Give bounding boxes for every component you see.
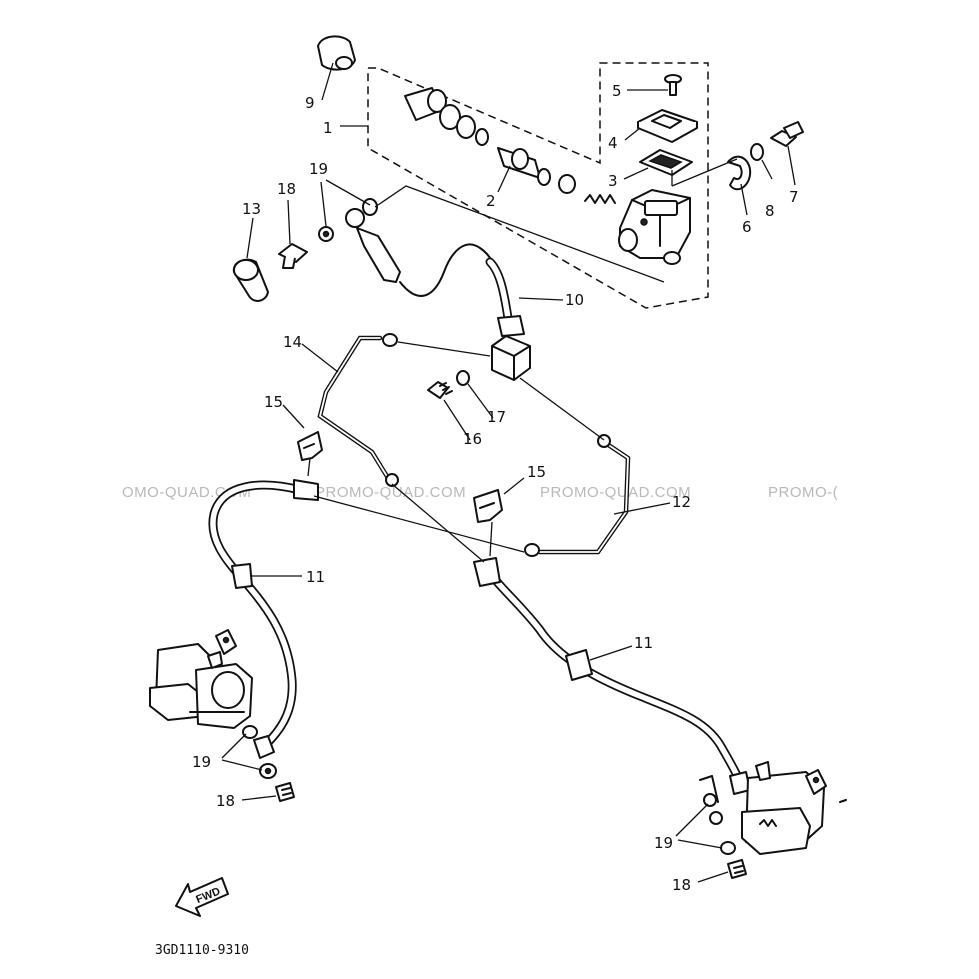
part-18-bolt-right	[727, 859, 747, 879]
part-17-washer	[456, 370, 470, 386]
watermark: OMO-QUAD.COM PROMO-QUAD.COM PROMO-QUAD.C…	[122, 484, 838, 501]
part-label-10: 10	[565, 291, 584, 309]
part-label-9: 9	[305, 94, 315, 112]
watermark-text: PROMO-QUAD.COM	[540, 484, 691, 501]
watermark-text: PROMO-QUAD.COM	[315, 484, 466, 501]
part-label-15: 15	[527, 463, 546, 481]
drawing-code: 3GD1110-9310	[155, 943, 249, 958]
part-5-screw	[664, 74, 682, 96]
part-label-5: 5	[612, 82, 622, 100]
part-label-16: 16	[463, 430, 482, 448]
right-brake-caliper	[699, 761, 847, 855]
brake-joint-block	[491, 335, 531, 381]
part-label-4: 4	[608, 134, 618, 152]
part-label-18: 18	[672, 876, 691, 894]
part-label-19: 19	[192, 753, 211, 771]
part-label-18: 18	[216, 792, 235, 810]
upper-hose-banjo	[345, 208, 401, 283]
watermark-text: PROMO-(	[768, 484, 838, 501]
part-label-13: 14	[283, 333, 302, 351]
part-label-11: 11	[634, 634, 653, 652]
part-2-cylinder-kit	[404, 87, 616, 204]
part-label-3: 3	[608, 172, 618, 190]
part-6-bracket	[727, 155, 752, 191]
part-label-2: 2	[486, 192, 496, 210]
part-10-upper-hose	[399, 243, 525, 337]
part-label-11: 11	[306, 568, 325, 586]
part-19-washers-left	[242, 725, 277, 779]
master-cylinder-body	[618, 189, 691, 265]
leader-lines	[221, 62, 796, 883]
part-labels: 9 1 2 5 4 3 6 8 7 19 18 13 10 14 17 16 1…	[192, 82, 799, 894]
part-13-brake-pipe	[317, 333, 399, 487]
part-label-18: 18	[277, 180, 296, 198]
part-label-14: 13	[242, 200, 261, 218]
part-label-19: 19	[654, 834, 673, 852]
part-11-hose-left	[208, 479, 319, 759]
part-3-diaphragm	[639, 149, 693, 176]
part-11-hose-right	[473, 557, 751, 795]
part-label-15: 15	[264, 393, 283, 411]
left-brake-caliper	[149, 629, 253, 729]
part-9-boot	[317, 35, 356, 71]
part-label-7: 7	[789, 188, 799, 206]
part-15-clamp-upper	[297, 431, 323, 461]
part-15-clamp-middle	[473, 489, 503, 523]
part-7-bolt	[770, 121, 804, 147]
part-label-1: 1	[323, 119, 333, 137]
part-label-19: 19	[309, 160, 328, 178]
part-14-cover	[232, 258, 269, 302]
part-16-bolt	[427, 381, 453, 399]
forward-arrow-icon: FWD	[175, 877, 229, 917]
master-cylinder-kit-boundary	[367, 62, 709, 309]
part-18-bolt-upper	[278, 243, 308, 269]
part-label-6: 6	[742, 218, 752, 236]
part-label-17: 17	[487, 408, 506, 426]
part-label-12: 12	[672, 493, 691, 511]
part-18-bolt-left	[275, 782, 295, 802]
part-label-8: 8	[765, 202, 775, 220]
part-4-reservoir-cap	[637, 109, 698, 143]
part-8-washer	[750, 143, 764, 161]
